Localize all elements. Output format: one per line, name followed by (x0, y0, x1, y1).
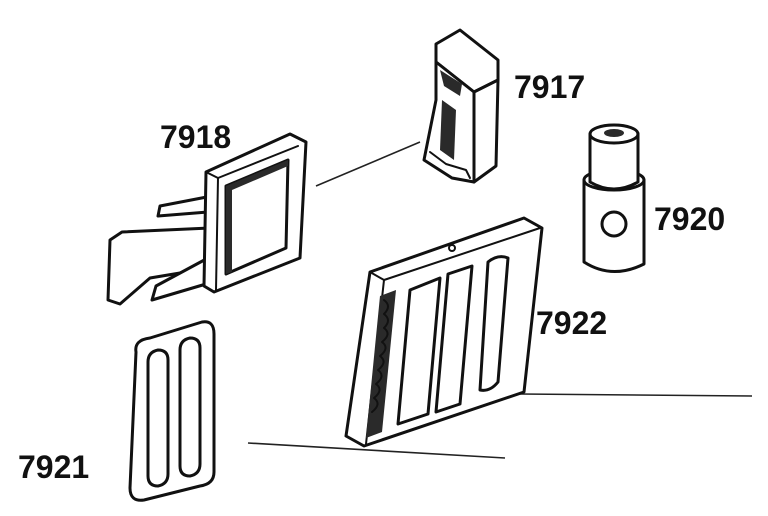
part-label-7920: 7920 (654, 201, 725, 237)
part-7918-buckle (106, 132, 308, 306)
part-7922-slide (344, 216, 544, 448)
part-7920-cylinder (582, 123, 646, 274)
part-label-7917: 7917 (514, 69, 585, 105)
part-7917-slotted-block (422, 28, 500, 184)
part-7921-loop (128, 320, 216, 502)
baseline-line-7921 (247, 442, 506, 459)
part-label-7918: 7918 (160, 119, 231, 155)
leader-line-7922 (519, 393, 753, 397)
part-label-7921: 7921 (18, 449, 89, 485)
part-label-7922: 7922 (536, 305, 607, 341)
leader-line-7918-7917 (315, 141, 421, 187)
